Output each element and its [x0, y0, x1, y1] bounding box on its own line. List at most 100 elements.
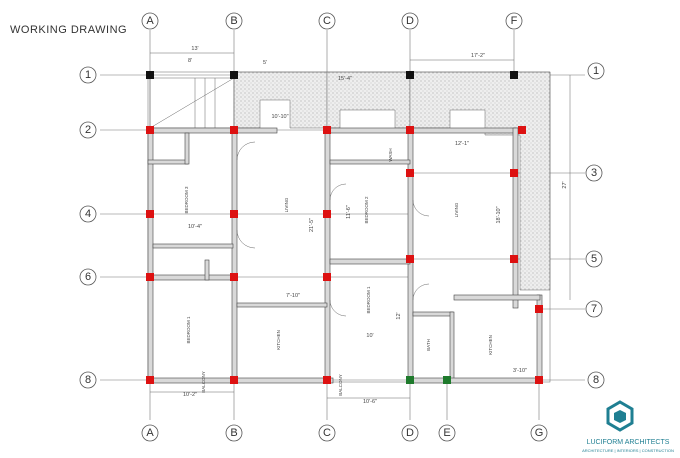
- bubble-left-6: [79, 268, 97, 286]
- bubble-left-2-label: 2: [85, 124, 91, 136]
- bubble-top-c: [318, 12, 336, 30]
- wall-row-kitchen-left: [236, 302, 328, 308]
- wall-a-vertical: [147, 129, 154, 383]
- door-swing-6: [412, 283, 430, 301]
- column-c4: [323, 210, 331, 218]
- column-a6: [146, 273, 154, 281]
- wall-row2-far: [412, 127, 524, 134]
- room-balcony-left: BALCONY: [201, 371, 206, 393]
- bubble-top-a-label: A: [146, 15, 154, 27]
- bubble-right-5-label: 5: [591, 253, 597, 265]
- bubble-bottom-c: [318, 424, 336, 442]
- door-swing-5: [412, 199, 430, 217]
- dim-3-10: 3'-10": [513, 368, 527, 374]
- bubble-bottom-c-label: C: [323, 427, 331, 439]
- stair-line: [149, 77, 235, 129]
- dim-7-10: 7'-10": [286, 293, 300, 299]
- bubble-top-f-label: F: [511, 15, 518, 27]
- dim-5: 5': [263, 60, 267, 66]
- bubble-bottom-a: [141, 424, 159, 442]
- wall-kitchen-right-top: [453, 294, 541, 301]
- wall-bottom-left: [147, 377, 334, 384]
- bubble-bottom-e: [438, 424, 456, 442]
- column-f3: [510, 169, 518, 177]
- wall-row2-left: [147, 127, 238, 134]
- column-g7: [535, 305, 543, 313]
- room-bath: BATH: [426, 339, 431, 351]
- door-swing-2: [236, 229, 256, 249]
- wall-row6-left: [147, 274, 238, 281]
- terrace-slab-right: [409, 71, 551, 291]
- column-d2: [406, 126, 414, 134]
- column-g8: [535, 376, 543, 384]
- dim-15-4: 15'-4": [338, 76, 352, 82]
- room-bedroom-1-left: BEDROOM 1: [186, 316, 191, 344]
- dim-17-2: 17'-2": [471, 53, 485, 59]
- wall-bottom-right: [409, 377, 543, 384]
- bubble-right-1-label: 1: [593, 65, 599, 77]
- column-f1: [510, 71, 518, 79]
- bubble-left-8: [79, 371, 97, 389]
- column-d8: [406, 376, 414, 384]
- bubble-left-1: [79, 66, 97, 84]
- door-swing-3: [329, 183, 347, 201]
- dim-10-4: 10'-4": [188, 224, 202, 230]
- wall-bath-right-side: [449, 311, 455, 381]
- bubble-right-5: [585, 250, 603, 268]
- bubble-right-7-label: 7: [591, 303, 597, 315]
- bubble-bottom-g: [530, 424, 548, 442]
- bubble-left-6-label: 6: [85, 271, 91, 283]
- column-c2: [323, 126, 331, 134]
- dim-12: 12': [396, 312, 402, 319]
- bubble-top-a: [141, 12, 159, 30]
- bubble-top-d: [401, 12, 419, 30]
- bubble-right-3: [585, 164, 603, 182]
- dim-8: 8': [188, 58, 192, 64]
- wall-right-outer: [512, 127, 519, 309]
- dim-27: 27': [562, 181, 568, 188]
- wall-bath-top: [147, 159, 189, 165]
- column-a4: [146, 210, 154, 218]
- column-b1: [230, 71, 238, 79]
- bubble-bottom-d: [401, 424, 419, 442]
- column-d5: [406, 255, 414, 263]
- bubble-bottom-b-label: B: [230, 427, 237, 439]
- column-b4: [230, 210, 238, 218]
- dim-12-1: 12'-1": [455, 141, 469, 147]
- logo-mark-icon: [606, 400, 634, 432]
- dim-13: 13': [191, 46, 198, 52]
- wall-bath-right-top: [412, 311, 454, 317]
- bubble-top-c-label: C: [323, 15, 331, 27]
- bubble-top-b-label: B: [230, 15, 237, 27]
- room-bedroom-2: BEDROOM 2: [364, 196, 369, 224]
- bubble-top-f: [505, 12, 523, 30]
- sheet-title: WORKING DRAWING: [10, 24, 128, 36]
- column-b2: [230, 126, 238, 134]
- bubble-top-b: [225, 12, 243, 30]
- wall-row2-mid: [236, 127, 278, 134]
- column-c8: [323, 376, 331, 384]
- door-swing-4: [329, 299, 347, 317]
- column-a8: [146, 376, 154, 384]
- room-kitchen-right: KITCHEN: [488, 335, 493, 355]
- column-d3: [406, 169, 414, 177]
- dim-21-5: 21'-5": [309, 218, 315, 232]
- bubble-right-8-label: 8: [593, 374, 599, 386]
- column-b8: [230, 376, 238, 384]
- bubble-left-8-label: 8: [85, 374, 91, 386]
- logo-tagline: ARCHITECTURE | INTERIORS | CONSTRUCTION: [582, 448, 674, 453]
- door-swing-1: [236, 141, 256, 161]
- column-f2: [518, 126, 526, 134]
- bubble-left-4-label: 4: [85, 208, 91, 220]
- room-bedroom-3: BEDROOM 3: [184, 186, 189, 214]
- column-e8: [443, 376, 451, 384]
- room-wash: WASH: [388, 148, 393, 161]
- bubble-right-7: [585, 300, 603, 318]
- column-f5: [510, 255, 518, 263]
- wall-bath-side: [184, 132, 190, 165]
- room-bedroom-1-right: BEDROOM 1: [366, 286, 371, 314]
- room-balcony-right: BALCONY: [338, 374, 343, 396]
- bubble-left-4: [79, 205, 97, 223]
- column-d1: [406, 71, 414, 79]
- bubble-bottom-g-label: G: [535, 427, 544, 439]
